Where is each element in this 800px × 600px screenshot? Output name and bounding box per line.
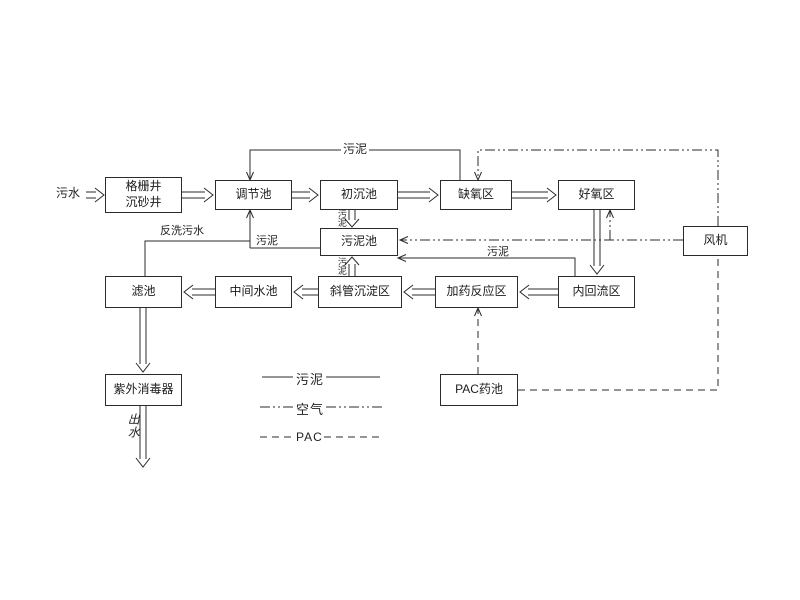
flow-arrow-inclined-to-intermediate — [293, 284, 318, 300]
node-uv-disinfector-label: 紫外消毒器 — [113, 382, 174, 397]
node-sludge-tank-label: 污泥池 — [340, 234, 377, 249]
sludge-supernatant-label: 污泥 — [256, 235, 278, 247]
node-blower: 风机 — [683, 226, 748, 256]
sludge-reflux-label: 污泥 — [487, 246, 509, 258]
node-inclined-tube-zone: 斜管沉淀区 — [318, 276, 402, 308]
node-intermediate-tank-label: 中间水池 — [229, 284, 278, 299]
flow-arrow-primary-to-sludge-tank — [344, 210, 360, 228]
flow-arrow-reflux-to-dosing — [519, 284, 558, 300]
node-grit-well-label-2: 沉砂井 — [125, 195, 162, 209]
flow-arrow-filter-to-uv — [135, 308, 151, 373]
flow-arrow-grit-to-regulating — [182, 187, 214, 203]
node-reflux-zone: 内回流区 — [558, 276, 635, 308]
node-primary-sedimentation: 初沉池 — [320, 180, 398, 210]
node-anoxic-zone-label: 缺氧区 — [457, 187, 494, 202]
node-regulating-tank: 调节池 — [215, 180, 292, 210]
flow-arrow-intermediate-to-filter — [183, 284, 215, 300]
flow-arrow-uv-to-effluent — [135, 406, 151, 468]
backwash-label: 反洗污水 — [160, 225, 204, 237]
node-primary-sedimentation-label: 初沉池 — [340, 187, 377, 202]
sludge-top-label: 污泥 — [341, 142, 370, 157]
node-blower-label: 风机 — [703, 233, 728, 248]
air-line-branch-to-aerobic — [606, 208, 614, 240]
flow-arrow-dosing-to-inclined — [403, 284, 435, 300]
node-uv-disinfector: 紫外消毒器 — [105, 374, 182, 406]
sludge-line-reflux-to-sludge-tank — [396, 254, 576, 276]
flow-arrow-aerobic-to-reflux — [589, 210, 605, 275]
node-aerobic-zone-label: 好氧区 — [578, 187, 615, 202]
flow-arrow-primary-to-anoxic — [398, 187, 439, 203]
flow-arrow-regulating-to-primary — [292, 187, 319, 203]
node-pac-tank: PAC药池 — [440, 374, 518, 406]
flow-arrow-inclined-to-sludge-tank — [344, 256, 360, 276]
sludge-vertical-label-2: 污泥 — [336, 257, 347, 275]
effluent-label: 出水 — [126, 413, 141, 439]
node-anoxic-zone: 缺氧区 — [440, 180, 512, 210]
node-dosing-zone: 加药反应区 — [435, 276, 518, 308]
node-reflux-zone-label: 内回流区 — [572, 284, 621, 299]
node-sludge-tank: 污泥池 — [320, 228, 398, 256]
flow-arrow-influent-to-grit — [86, 187, 105, 203]
node-grit-well-label-1: 格栅井 — [125, 179, 162, 194]
node-grit-well: 格栅井 沉砂井 — [105, 177, 182, 213]
legend-sludge-label: 污泥 — [296, 372, 325, 387]
pac-line-right-riser — [518, 256, 719, 391]
backwash-line-filter-to-regulating — [144, 208, 254, 276]
node-aerobic-zone: 好氧区 — [558, 180, 635, 210]
pac-line-to-dosing-zone — [474, 306, 482, 374]
node-regulating-tank-label: 调节池 — [235, 187, 272, 202]
node-inclined-tube-zone-label: 斜管沉淀区 — [329, 284, 390, 299]
legend-air-label: 空气 — [296, 402, 325, 417]
node-pac-tank-label: PAC药池 — [455, 382, 503, 397]
influent-label: 污水 — [56, 186, 81, 200]
air-line-blower-to-sludge-tank — [398, 236, 683, 244]
node-dosing-zone-label: 加药反应区 — [446, 284, 507, 299]
node-filter: 滤池 — [105, 276, 182, 308]
node-intermediate-tank: 中间水池 — [215, 276, 292, 308]
flow-arrow-anoxic-to-aerobic — [512, 187, 557, 203]
node-filter-label: 滤池 — [131, 284, 156, 299]
sludge-vertical-label-1: 污泥 — [336, 209, 347, 227]
legend-pac-label: PAC — [296, 430, 323, 444]
